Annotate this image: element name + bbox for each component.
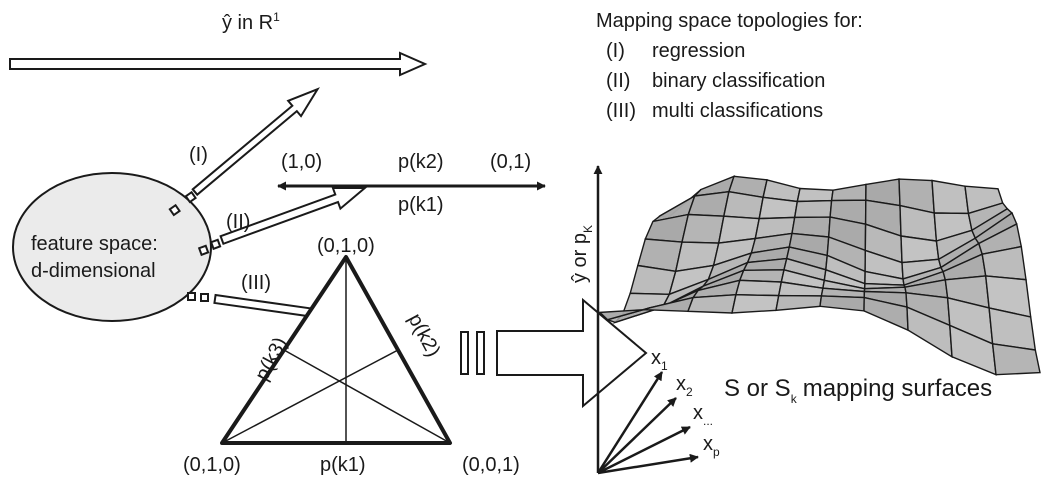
simplex-bottom-right-vertex: (0,0,1) (462, 454, 520, 476)
legend-num-iii: (III) (606, 100, 636, 122)
feature-space-ellipse (12, 172, 212, 322)
surface-cell (687, 190, 730, 217)
surface-cell (830, 183, 867, 202)
legend-num-i: (I) (606, 40, 625, 62)
surface-cell (991, 342, 1041, 376)
regression-axis-label-main: ŷ in R (222, 12, 273, 34)
input-label-xdots: x... (693, 402, 713, 428)
simplex-top-vertex: (0,1,0) (317, 235, 375, 257)
transition-arrow (460, 297, 648, 409)
surface-cell (796, 187, 834, 203)
mapping-surface-mesh (598, 175, 1041, 376)
feature-space-line2: d-dimensional (31, 260, 156, 282)
feature-space-line1: feature space: (31, 233, 158, 255)
legend-label-regression: regression (652, 40, 745, 62)
surface-cell (758, 196, 799, 220)
input-label-x1: x1 (651, 347, 668, 373)
input-xp-sub: p (713, 445, 720, 459)
surface-cell (722, 190, 764, 220)
simplex-bottom-left-vertex: (0,1,0) (183, 454, 241, 476)
surface-caption-sub: k (791, 392, 798, 406)
input-x2-base: x (676, 373, 686, 395)
input-x1-base: x (651, 347, 661, 369)
arrow-ii (219, 186, 368, 246)
arrow-ii-label: (II) (226, 211, 250, 233)
binary-top-label: p(k2) (398, 151, 444, 173)
input-x2-sub: 2 (686, 385, 693, 399)
surface-caption-suffix: mapping surfaces (803, 375, 992, 402)
diagram-title: Mapping space topologies for: (596, 10, 863, 32)
regression-axis-arrow (9, 51, 428, 77)
binary-left-end: (1,0) (281, 151, 322, 173)
legend-label-binary: binary classification (652, 70, 825, 92)
simplex-right-edge-label: p(k2) (404, 310, 445, 361)
surface-cell (793, 199, 833, 219)
binary-bottom-label: p(k1) (398, 194, 444, 216)
input-x1-sub: 1 (661, 359, 668, 373)
surface-cell (644, 213, 690, 243)
surface-caption: S or Sk mapping surfaces (724, 375, 992, 406)
surface-vertical-axis-label: ŷ or pK (569, 225, 595, 283)
legend-num-ii: (II) (606, 70, 630, 92)
input-label-x2: x2 (676, 373, 693, 399)
surface-cell (731, 293, 780, 314)
binary-right-end: (0,1) (490, 151, 531, 173)
surface-cell (931, 179, 970, 215)
connector-squares (168, 190, 222, 302)
regression-axis-label-sup: 1 (273, 10, 280, 24)
surface-cell (734, 279, 783, 297)
simplex-bottom-edge-label: p(k1) (320, 454, 366, 476)
simplex-triangle (220, 255, 452, 445)
surface-vertical-axis-sub: K (581, 225, 595, 233)
arrow-i (191, 87, 320, 197)
surface-cell (819, 295, 865, 312)
input-axes (596, 371, 699, 475)
input-xp-base: x (703, 433, 713, 455)
input-xdots-sub: ... (703, 414, 713, 428)
surface-cell (681, 213, 725, 244)
arrow-i-label: (I) (189, 144, 208, 166)
surface-caption-prefix: S or S (724, 375, 791, 402)
input-xdots-base: x (693, 402, 703, 424)
surface-cell (900, 235, 940, 264)
surface-cell (775, 294, 823, 312)
input-label-xp: xp (703, 433, 720, 459)
surface-cell (687, 293, 737, 314)
surface-vertical-axis-main: ŷ or p (569, 233, 591, 283)
legend-label-multi: multi classifications (652, 100, 823, 122)
arrow-iii-label: (III) (241, 272, 271, 294)
regression-axis-label: ŷ in R1 (222, 10, 280, 34)
surface-cell (629, 264, 677, 296)
